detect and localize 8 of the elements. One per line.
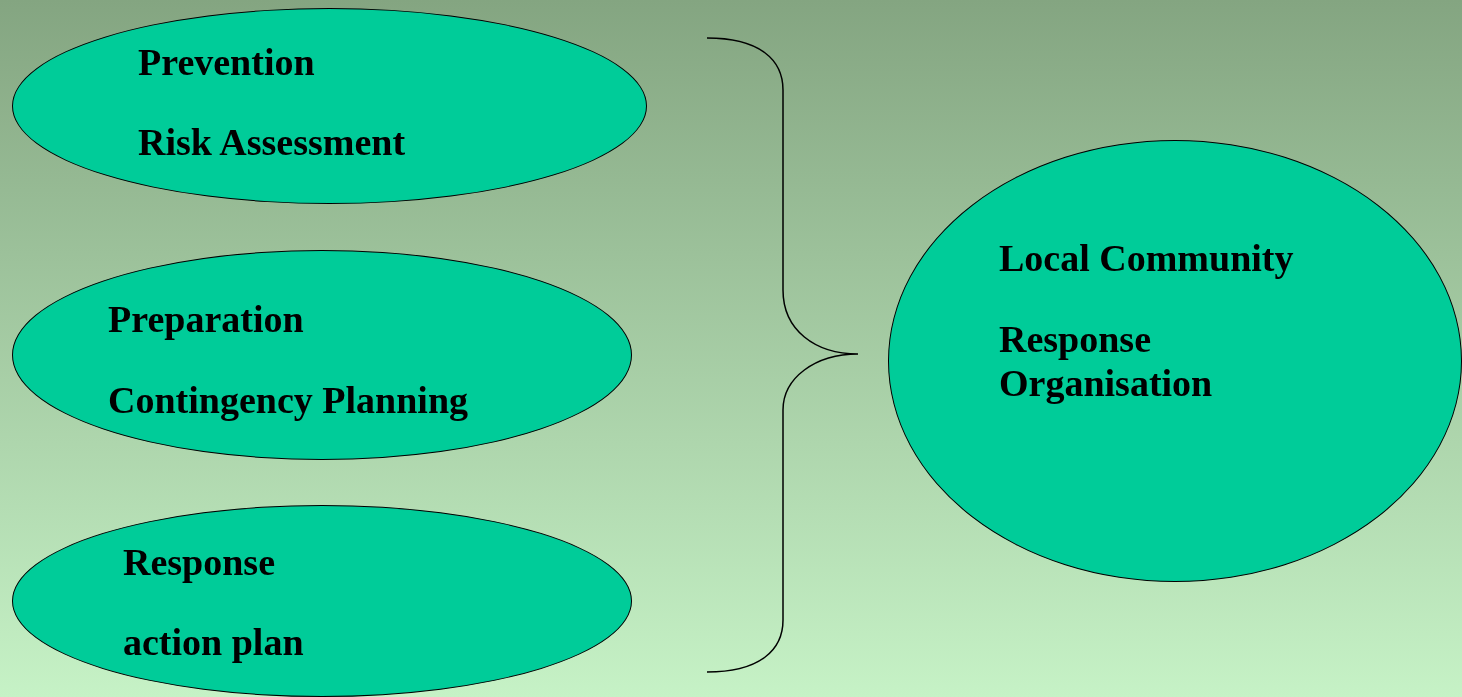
node-heading: Response — [123, 540, 276, 584]
node-heading: Local Community — [999, 236, 1294, 280]
node-text: Response Organisation — [999, 317, 1214, 405]
node-text: Contingency Planning — [108, 378, 469, 422]
node-heading: Preparation — [108, 297, 304, 341]
node-heading: Prevention — [138, 40, 315, 84]
node-text: action plan — [123, 620, 304, 664]
node-text: Risk Assessment — [138, 120, 406, 164]
